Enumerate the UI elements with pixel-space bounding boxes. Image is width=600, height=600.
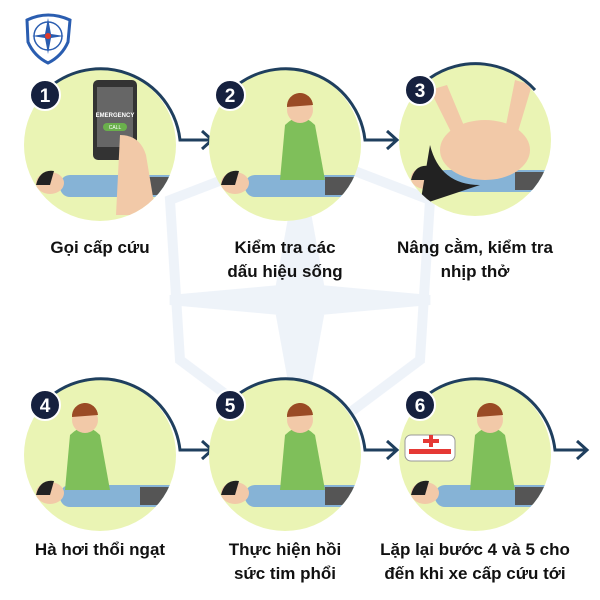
- step-label-line: Lặp lại bước 4 và 5 cho: [380, 540, 570, 559]
- step-number-badge: [214, 389, 246, 421]
- step-number-badge: [29, 79, 61, 111]
- patient-hair: [221, 170, 239, 185]
- step-label-line: đến khi xe cấp cứu tới: [384, 564, 566, 583]
- step-3: 3: [399, 62, 551, 216]
- step-number-badge: [214, 79, 246, 111]
- step-label: Kiểm tra các dấu hiệu sống: [185, 236, 385, 284]
- patient-legs: [140, 487, 176, 505]
- step-number-badge: [404, 389, 436, 421]
- step-label: Gọi cấp cứu: [0, 236, 200, 260]
- step-illustration: [411, 80, 551, 205]
- step-illustration: EMERGENCY CALL: [36, 80, 176, 215]
- hand-right: [505, 80, 532, 135]
- flow-arrow: [54, 67, 210, 142]
- step-5: 5: [209, 377, 400, 531]
- rescuer-body: [280, 427, 325, 490]
- flow-arrow: [54, 377, 210, 452]
- call-text: CALL: [109, 125, 122, 131]
- rescuer-hair: [71, 402, 98, 417]
- step-label-line: dấu hiệu sống: [227, 262, 343, 281]
- rescuer-body: [280, 117, 325, 180]
- step-label-line: Kiểm tra các: [234, 238, 336, 257]
- shield-compass-logo: [25, 13, 72, 65]
- patient-hair: [411, 165, 429, 180]
- step-label-line: sức tim phổi: [233, 564, 337, 583]
- rescuer-hair: [286, 92, 313, 107]
- step-6: 6: [399, 377, 590, 531]
- step-number: 6: [415, 396, 426, 417]
- step-label-line: Thực hiện hồi: [228, 540, 342, 559]
- step-label-line: Nâng cằm, kiểm tra: [397, 238, 553, 257]
- patient-legs: [515, 487, 551, 505]
- step-number: 2: [225, 86, 236, 107]
- step-illustration: [36, 402, 176, 507]
- step-number: 1: [40, 86, 51, 107]
- hand-left: [430, 85, 472, 150]
- patient-hair: [411, 480, 429, 495]
- step-number: 5: [225, 396, 236, 417]
- phone-text: EMERGENCY: [96, 113, 135, 119]
- step-label: Thực hiện hồi sức tim phổi: [185, 538, 385, 586]
- arrow-head-icon: [575, 439, 590, 461]
- flow-arrow: [239, 377, 395, 452]
- arrow-head-icon: [385, 439, 400, 461]
- step-illustration: [221, 402, 361, 507]
- patient-hair: [36, 480, 54, 495]
- step-1: EMERGENCY CALL 1: [24, 67, 215, 221]
- hand: [116, 135, 156, 215]
- rescuer-hair: [476, 402, 503, 417]
- step-label-line: Gọi cấp cứu: [50, 238, 150, 257]
- step-2: 2: [209, 67, 400, 221]
- call-button: [103, 123, 127, 131]
- rescuer-hair: [286, 402, 313, 417]
- flow-arrow: [429, 377, 585, 452]
- red-cross-icon: [423, 435, 439, 447]
- patient-hair: [221, 480, 239, 495]
- rescuer-body: [470, 427, 515, 490]
- step-number: 3: [415, 81, 426, 102]
- step-label: Lặp lại bước 4 và 5 cho đến khi xe cấp cứ…: [375, 538, 575, 586]
- patient-hair: [36, 170, 54, 185]
- step-label: Nâng cằm, kiểm tra nhịp thở: [375, 236, 575, 284]
- patient-legs: [515, 172, 551, 190]
- step-label: Hà hơi thổi ngạt: [0, 538, 200, 562]
- flow-arc: [429, 62, 537, 92]
- ambulance-stripe: [409, 449, 451, 454]
- hair: [420, 145, 480, 205]
- step-illustration: [404, 402, 551, 507]
- rescuer-body: [65, 427, 110, 490]
- step-label-line: nhịp thở: [440, 262, 510, 281]
- arrow-head-icon: [385, 129, 400, 151]
- patient-legs: [325, 487, 361, 505]
- step-label-line: Hà hơi thổi ngạt: [34, 540, 166, 559]
- flow-arrow: [239, 67, 395, 142]
- step-4: 4: [24, 377, 215, 531]
- step-number: 4: [40, 396, 51, 417]
- step-number-badge: [404, 74, 436, 106]
- step-number-badge: [29, 389, 61, 421]
